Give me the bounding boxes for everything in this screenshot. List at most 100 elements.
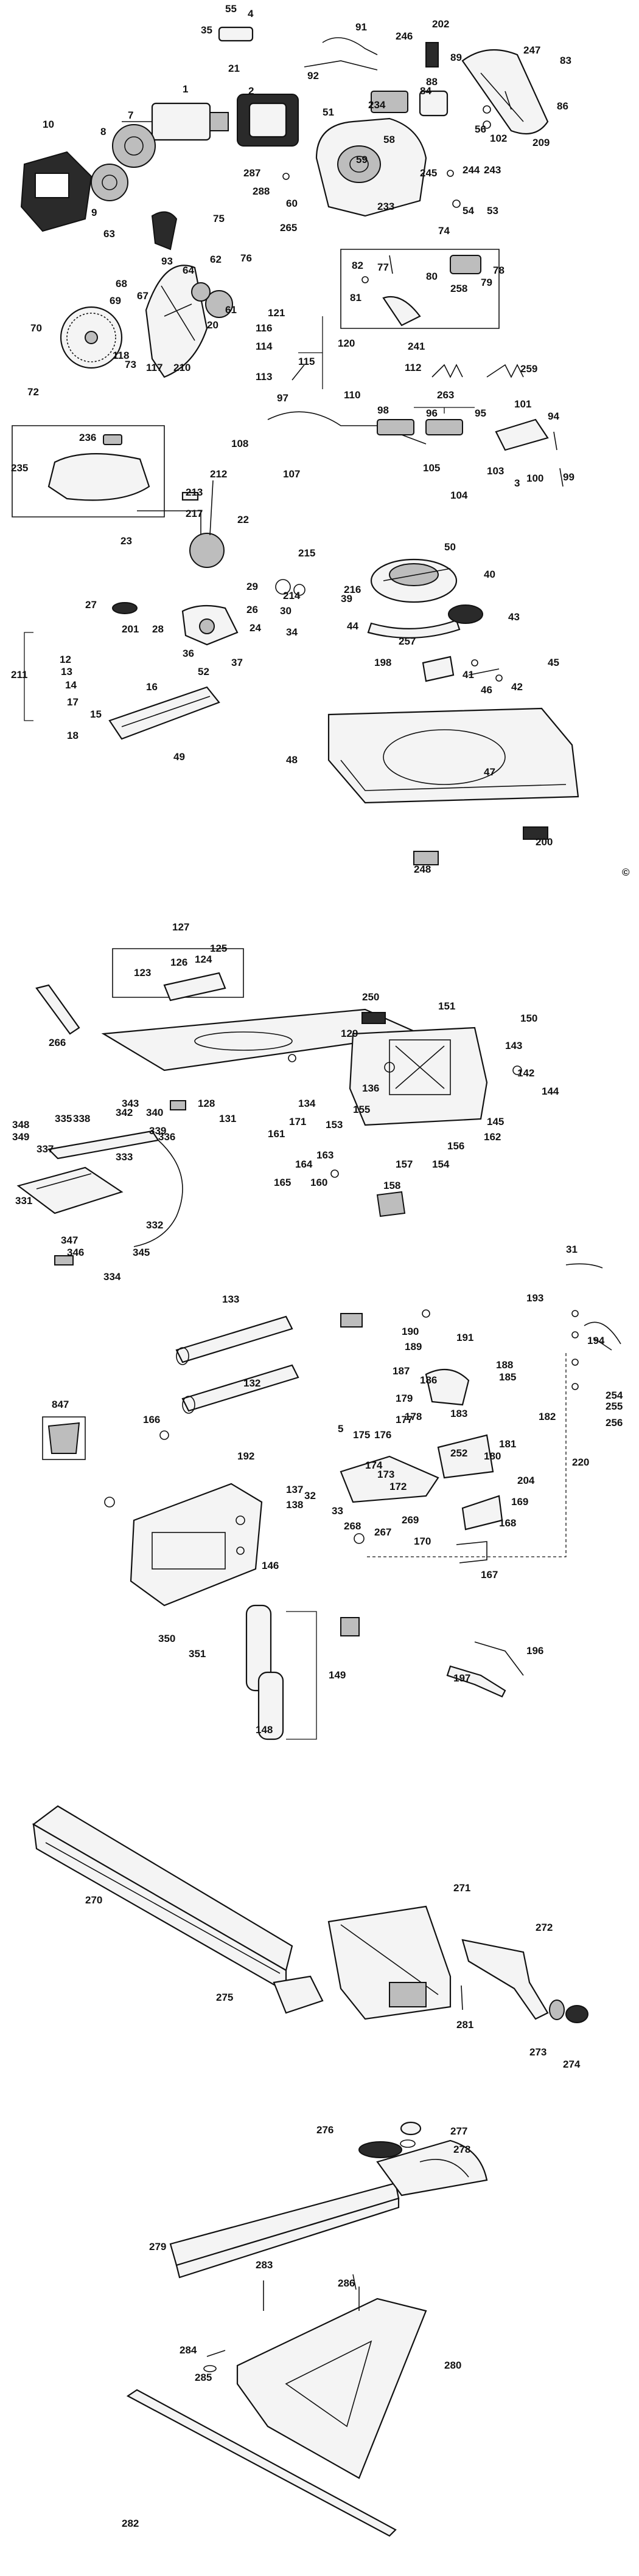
part-label-283: 283 xyxy=(256,2259,273,2271)
part-label-254: 254 xyxy=(606,1390,623,1401)
inner-flange-part xyxy=(191,282,211,302)
part-label-6: 6 xyxy=(0,0,5,2)
part-label-69: 69 xyxy=(110,295,121,306)
part-label-32: 32 xyxy=(304,1490,316,1501)
part-label-169: 169 xyxy=(511,1496,528,1508)
part-label-204: 204 xyxy=(517,1475,535,1486)
part-label-154: 154 xyxy=(432,1158,450,1170)
part-label-174: 174 xyxy=(365,1459,383,1471)
hex-key-196 xyxy=(474,1641,524,1676)
pinion-gear-part xyxy=(112,124,156,168)
part-label-339: 339 xyxy=(149,1125,166,1137)
part-label-192: 192 xyxy=(237,1450,254,1462)
part-label-68: 68 xyxy=(116,278,127,289)
part-label-70: 70 xyxy=(30,322,42,334)
part-label-183: 183 xyxy=(450,1408,467,1419)
turntable-part xyxy=(370,558,458,603)
part-label-272: 272 xyxy=(536,1922,553,1933)
gauge-body-280 xyxy=(236,2287,427,2479)
part-label-89: 89 xyxy=(450,52,462,63)
cover-plate-250 xyxy=(361,1012,386,1024)
bevel-knob-part xyxy=(112,602,138,614)
part-label-281: 281 xyxy=(456,2019,473,2031)
part-label-95: 95 xyxy=(475,407,486,419)
gearbox-housing xyxy=(315,117,427,217)
part-label-29: 29 xyxy=(246,581,258,592)
part-number-labels: 1234567891012131415161718202122232426272… xyxy=(0,0,623,2529)
part-label-55: 55 xyxy=(225,3,237,15)
riving-knife-part xyxy=(382,296,421,327)
part-label-263: 263 xyxy=(437,389,454,401)
part-label-146: 146 xyxy=(262,1560,279,1571)
part-label-257: 257 xyxy=(399,635,416,647)
part-label-79: 79 xyxy=(481,277,492,288)
part-label-348: 348 xyxy=(12,1119,29,1130)
part-label-26: 26 xyxy=(246,604,258,615)
part-label-234: 234 xyxy=(368,99,386,111)
part-label-30: 30 xyxy=(280,605,292,617)
part-label-286: 286 xyxy=(338,2277,355,2289)
part-label-127: 127 xyxy=(172,921,189,933)
part-label-334: 334 xyxy=(103,1271,121,1283)
spring-part-112 xyxy=(431,364,463,378)
screw-284 xyxy=(206,2350,226,2357)
part-label-121: 121 xyxy=(268,307,285,319)
wire-part-31 xyxy=(565,1263,603,1269)
part-label-149: 149 xyxy=(329,1669,346,1681)
stator-part xyxy=(237,94,299,147)
part-label-162: 162 xyxy=(484,1131,501,1143)
part-label-133: 133 xyxy=(222,1293,239,1305)
part-label-124: 124 xyxy=(195,954,212,965)
part-label-115: 115 xyxy=(298,356,315,367)
part-label-246: 246 xyxy=(396,30,413,42)
part-label-72: 72 xyxy=(27,386,39,398)
stud-286 xyxy=(352,2274,357,2290)
part-label-287: 287 xyxy=(243,167,260,179)
part-label-20: 20 xyxy=(207,319,218,331)
part-label-247: 247 xyxy=(523,44,540,56)
part-label-340: 340 xyxy=(146,1107,163,1118)
part-label-128: 128 xyxy=(198,1098,215,1109)
part-label-216: 216 xyxy=(344,584,361,595)
part-label-116: 116 xyxy=(256,322,272,334)
part-label-41: 41 xyxy=(463,669,474,680)
motor-end-cap xyxy=(20,151,93,232)
part-label-56: 56 xyxy=(475,123,486,135)
part-label-259: 259 xyxy=(520,363,537,375)
part-label-335: 335 xyxy=(55,1113,72,1124)
part-label-92: 92 xyxy=(307,70,319,81)
part-label-185: 185 xyxy=(499,1371,516,1383)
part-label-64: 64 xyxy=(183,265,194,276)
part-label-74: 74 xyxy=(438,225,450,237)
part-label-351: 351 xyxy=(189,1648,206,1660)
part-label-43: 43 xyxy=(508,611,520,623)
part-label-189: 189 xyxy=(405,1341,422,1352)
part-label-288: 288 xyxy=(253,185,270,197)
part-label-107: 107 xyxy=(283,468,300,480)
part-label-175: 175 xyxy=(353,1429,370,1441)
riving-knife-group-box xyxy=(340,249,500,329)
group-bracket-211 xyxy=(24,632,33,721)
part-label-168: 168 xyxy=(499,1517,516,1529)
part-label-284: 284 xyxy=(180,2344,197,2356)
motor-assembly-section xyxy=(12,26,579,865)
part-label-63: 63 xyxy=(103,228,115,240)
part-label-44: 44 xyxy=(347,620,358,632)
part-label-145: 145 xyxy=(487,1116,504,1127)
guide-rail-part xyxy=(175,1315,299,1414)
part-label-138: 138 xyxy=(286,1499,303,1511)
part-label-108: 108 xyxy=(231,438,248,449)
end-cap-275 xyxy=(273,1975,324,2014)
part-label-75: 75 xyxy=(213,213,225,224)
part-label-54: 54 xyxy=(463,205,474,216)
part-label-280: 280 xyxy=(444,2360,461,2371)
switch-box-part xyxy=(349,1027,488,1126)
part-label-248: 248 xyxy=(414,864,431,875)
copyright-mark: © xyxy=(622,867,630,878)
part-label-33: 33 xyxy=(332,1505,343,1517)
clamp-plate-170 xyxy=(456,1541,487,1563)
riving-knife-clamp xyxy=(450,255,481,274)
knob-274 xyxy=(565,2005,588,2023)
part-label-150: 150 xyxy=(520,1013,537,1024)
part-label-136: 136 xyxy=(362,1082,379,1094)
